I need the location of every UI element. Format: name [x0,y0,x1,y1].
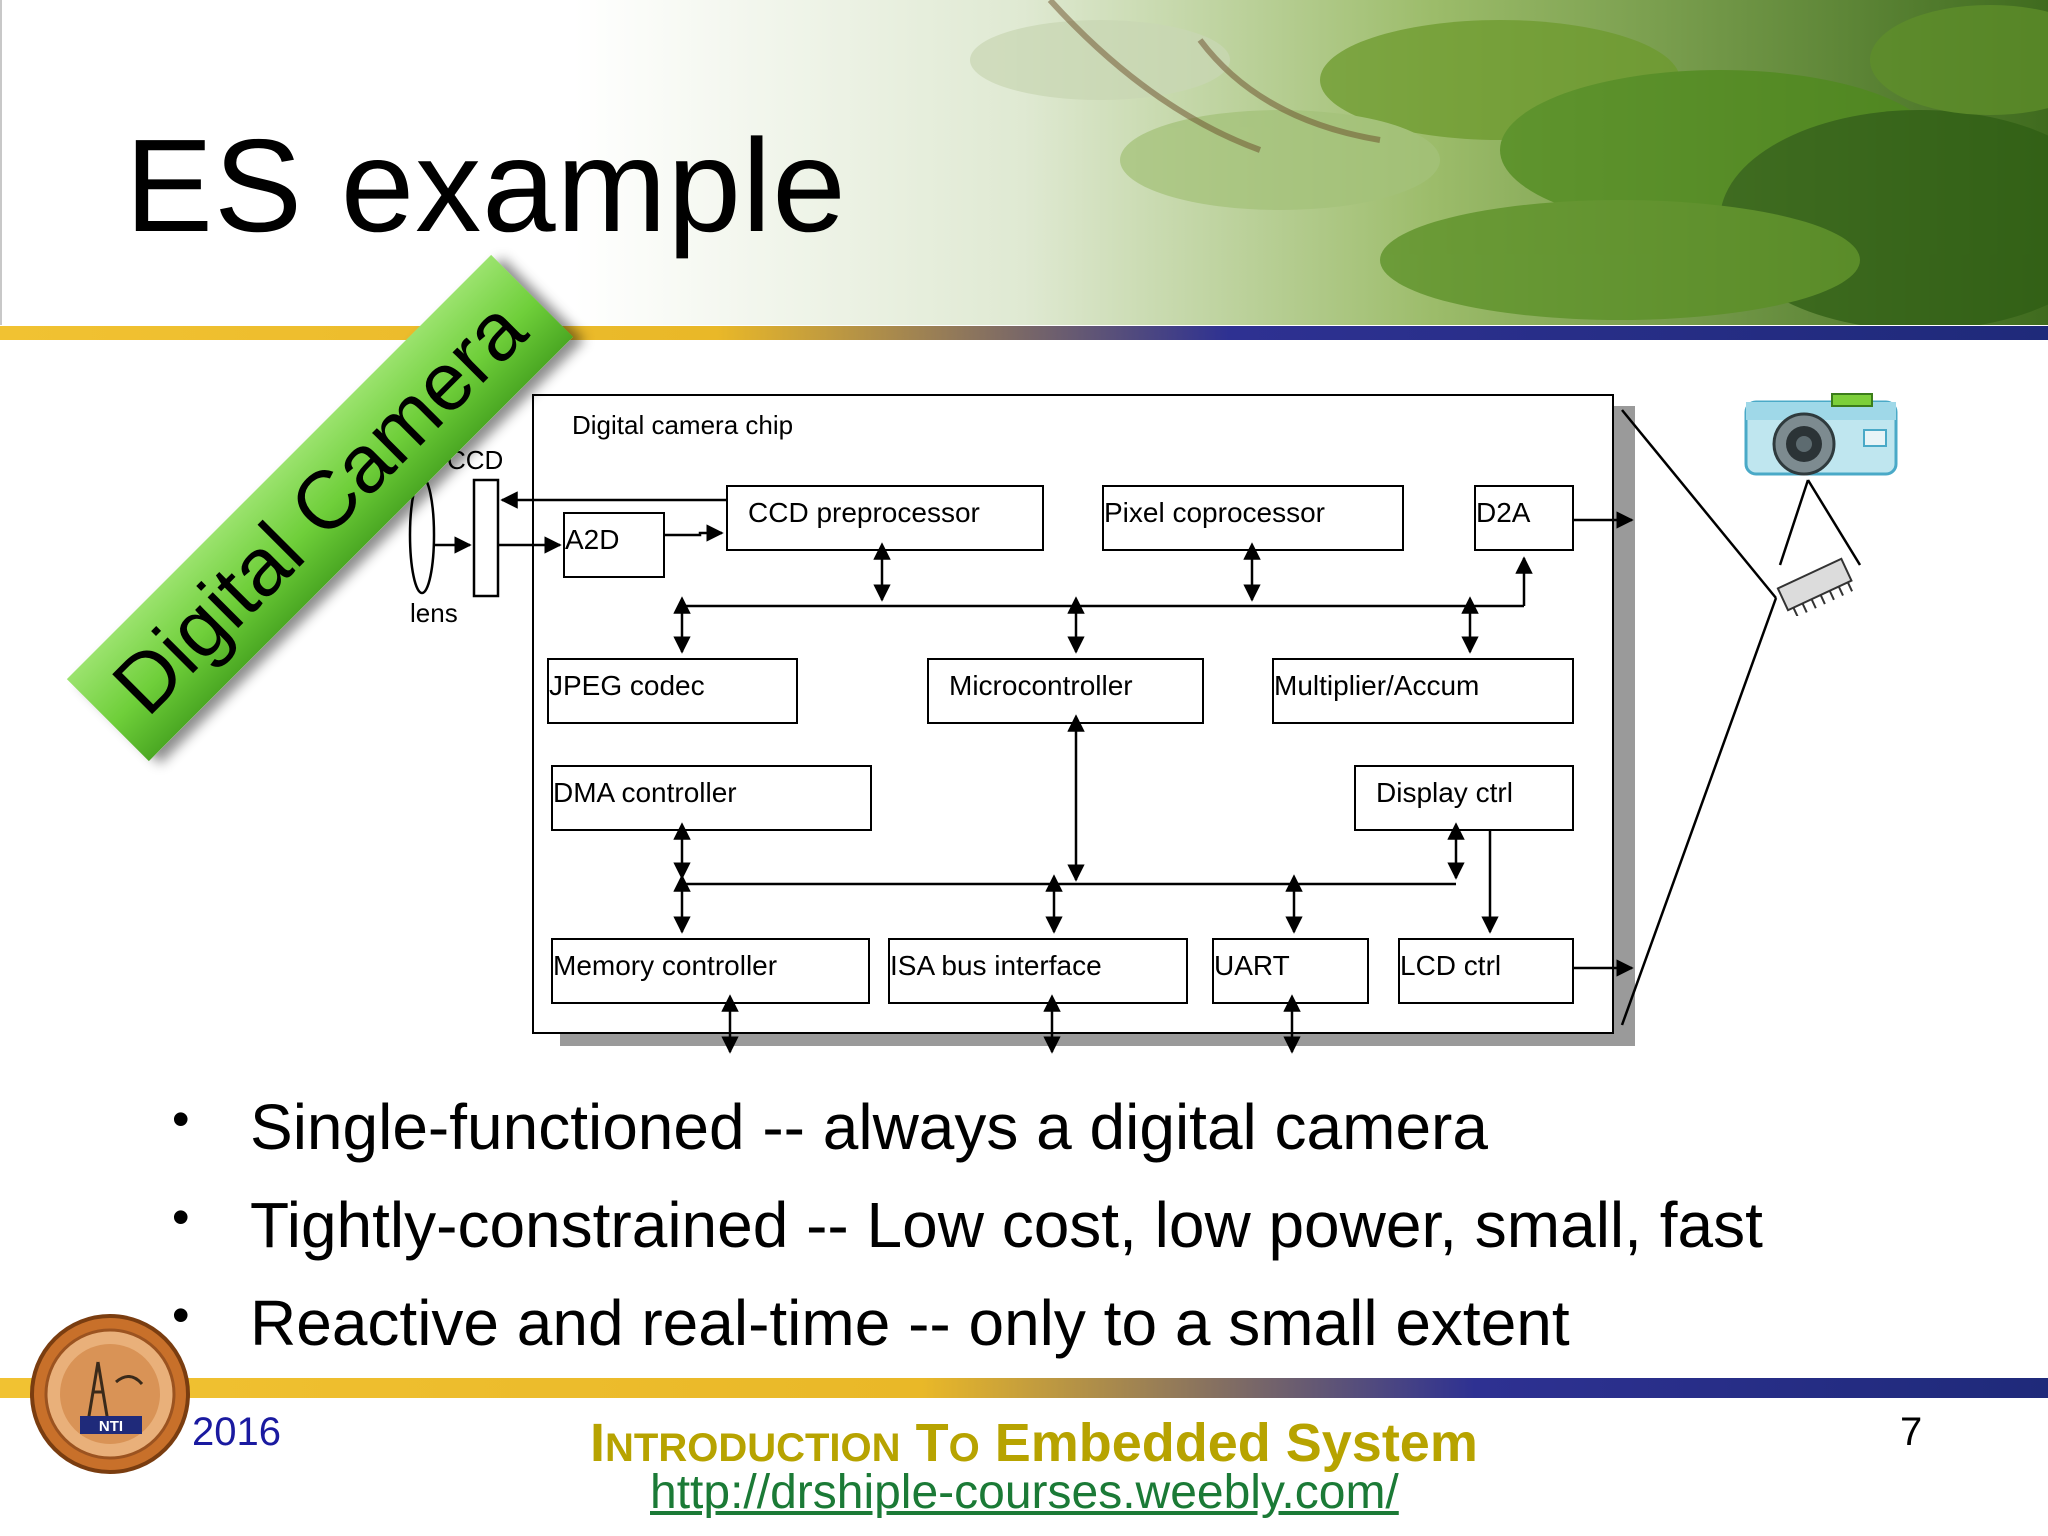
logo-text: NTI [99,1418,123,1435]
dma-controller-label: DMA controller [553,777,737,808]
multiplier-accum-block: Multiplier/Accum [1272,658,1574,724]
microcontroller-label: Microcontroller [949,670,1133,701]
display-ctrl-block: Display ctrl [1354,765,1574,831]
isa-bus-interface-label: ISA bus interface [890,950,1102,981]
nti-logo: NTI [30,1314,190,1474]
course-word1-rest: NTRODUCTION [605,1426,901,1470]
jpeg-codec-label: JPEG codec [549,670,705,701]
slide-title: ES example [125,112,847,259]
lcd-ctrl-label: LCD ctrl [1400,950,1502,981]
isa-bus-interface-block: ISA bus interface [888,938,1188,1004]
a2d-label: A2D [565,524,620,555]
header-foliage-background [0,0,2048,325]
course-word2-rest: O [948,1426,980,1470]
pixel-coprocessor-block: Pixel coprocessor [1102,485,1404,551]
uart-label: UART [1214,950,1290,981]
bullet-icon: • [172,1287,190,1343]
a2d-block: A2D [563,512,665,578]
course-rest: Embedded System [994,1413,1478,1473]
lcd-ctrl-block: LCD ctrl [1398,938,1574,1004]
bullet-icon: • [172,1189,190,1245]
footer-rule [0,1378,2048,1398]
page-number: 7 [1900,1410,1923,1454]
bullet-item: Single-functioned -- always a digital ca… [250,1091,1488,1163]
ccd-preprocessor-block: CCD preprocessor [726,485,1044,551]
dma-controller-block: DMA controller [551,765,872,831]
footer-course-title: INTRODUCTION TO Embedded System [590,1412,1490,1474]
memory-chip-icon [1776,557,1853,616]
ccd-preprocessor-label: CCD preprocessor [748,497,980,528]
memory-controller-block: Memory controller [551,938,870,1004]
d2a-block: D2A [1474,485,1574,551]
course-word2-initial: T [915,1413,949,1473]
lens-label: lens [410,598,458,628]
multiplier-accum-label: Multiplier/Accum [1274,670,1480,701]
memory-controller-label: Memory controller [553,950,778,981]
jpeg-codec-block: JPEG codec [547,658,798,724]
display-ctrl-label: Display ctrl [1376,777,1513,808]
footer-year: 2016 [192,1410,281,1454]
microcontroller-block: Microcontroller [927,658,1204,724]
chip-label: Digital camera chip [572,410,794,440]
ccd-sensor [472,478,500,598]
camera-icon [1744,393,1898,476]
d2a-label: D2A [1476,497,1531,528]
pixel-coprocessor-label: Pixel coprocessor [1104,497,1325,528]
footer-url-link[interactable]: http://drshiple-courses.weebly.com/ [650,1466,1399,1519]
bullet-item: Tightly-constrained -- Low cost, low pow… [250,1189,1763,1261]
course-word1-initial: I [590,1413,606,1473]
bullet-icon: • [172,1091,190,1147]
uart-block: UART [1212,938,1369,1004]
bullet-item: Reactive and real-time -- only to a smal… [250,1287,1570,1359]
